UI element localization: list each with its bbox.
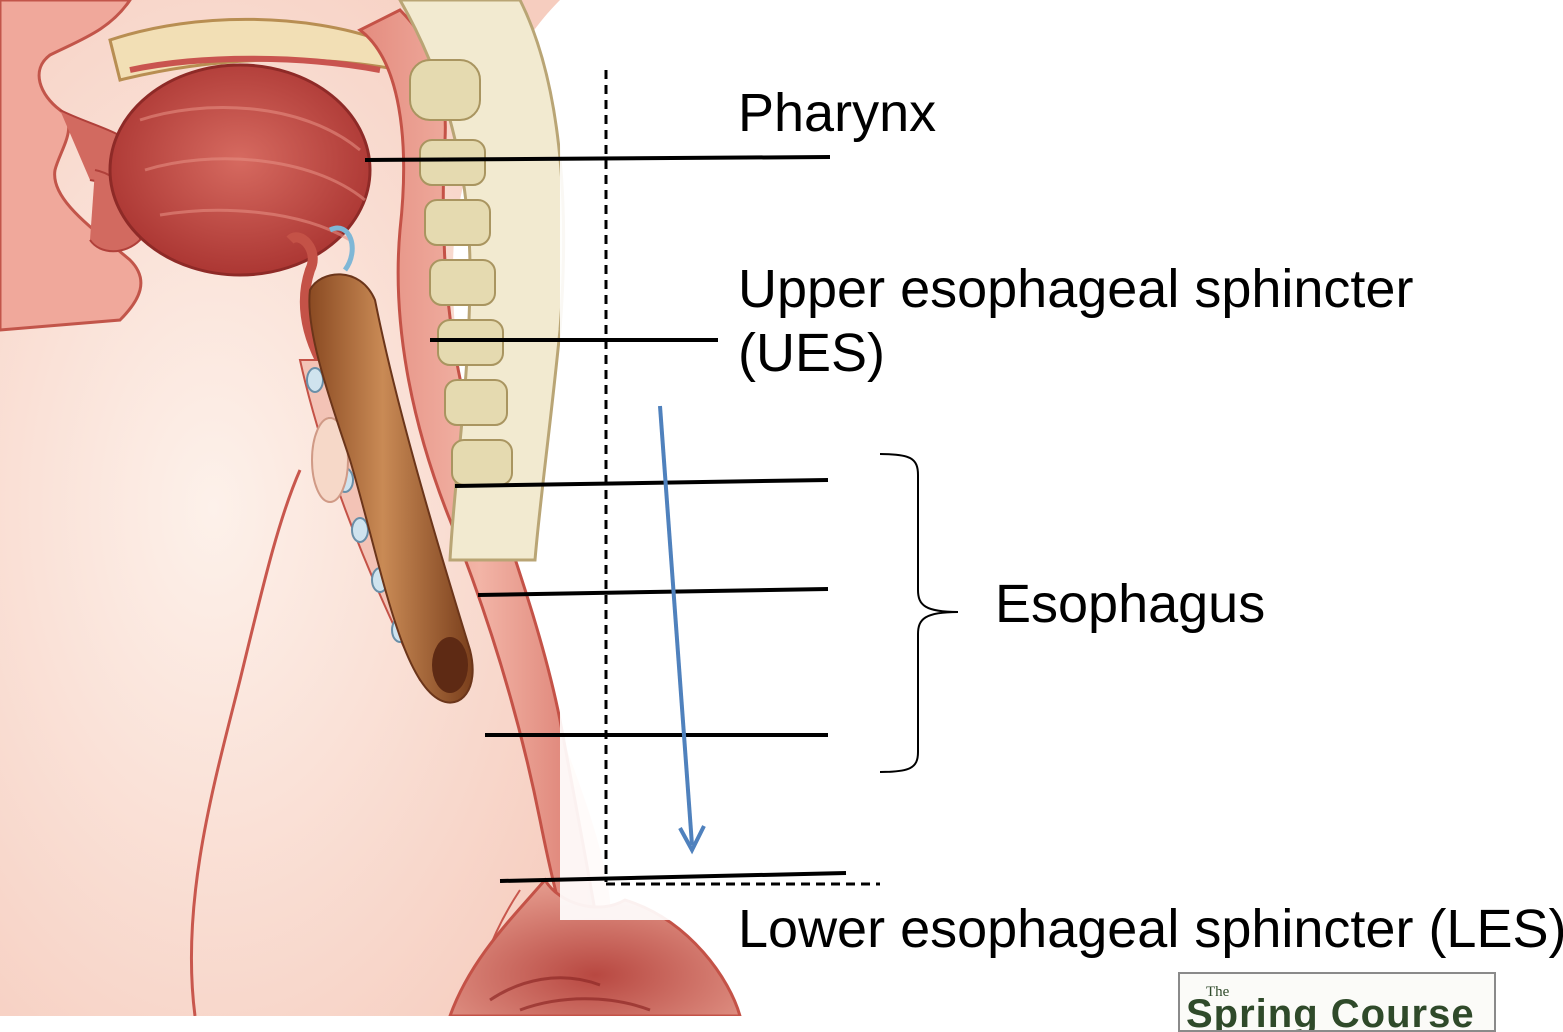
esophagus-bracket xyxy=(880,454,958,772)
spring-course-logo: The Spring Course xyxy=(1178,972,1496,1032)
logo-main-text: Spring Course xyxy=(1186,992,1475,1032)
label-esophagus: Esophagus xyxy=(995,573,1265,635)
label-ues-line1: Upper esophageal sphincter xyxy=(738,258,1413,320)
label-les: Lower esophageal sphincter (LES) xyxy=(738,898,1563,960)
label-pharynx: Pharynx xyxy=(738,82,936,144)
label-ues-line2: (UES) xyxy=(738,322,885,384)
